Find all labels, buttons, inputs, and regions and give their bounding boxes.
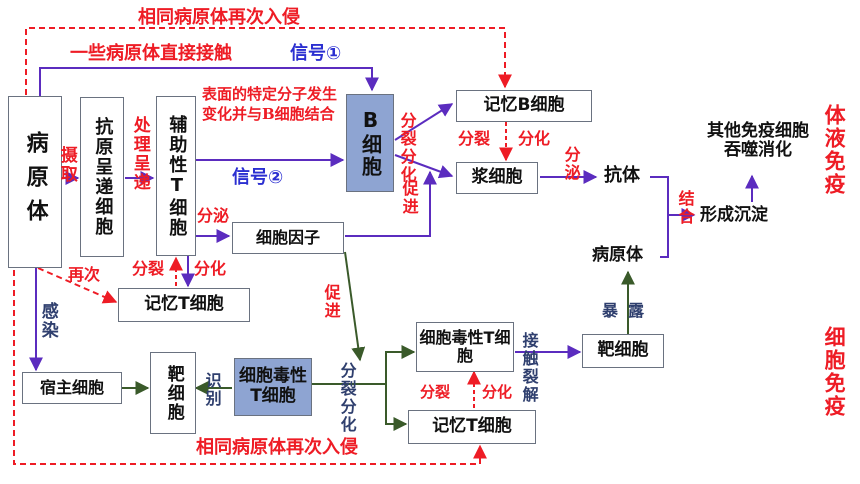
divide1-label: 分裂 [132,259,165,278]
divide-diff-b-label: 分裂分化 [397,112,417,184]
surface-change-label: 表面的特定分子发生变化并与B细胞结合 [202,85,338,124]
host-cell-box: 宿主细胞 [22,372,122,404]
direct-contact-arrow [39,67,379,96]
b-cell-box: B细胞 [346,94,394,192]
signal1-label: 信号① [290,43,342,64]
uptake-label: 摄取 [56,146,77,184]
direct-contact-label: 一些病原体直接接触 [70,43,232,64]
cytokine-box: 细胞因子 [232,222,344,254]
cytotoxic1-box: 细胞毒性T细胞 [234,358,312,416]
again-label: 再次 [68,265,101,284]
b-to-plasma-arrow [394,154,454,179]
reinvade-top-line [25,27,512,95]
pathogen-box: 病原体 [8,96,62,268]
divide2-label: 分裂 [458,129,491,148]
split-to-cytotoxic2-arrow [385,345,416,384]
promote2-label: 促进 [321,284,341,320]
again-line [37,267,118,304]
cellular-label: 细胞免疫 [822,326,847,418]
target2-box: 靶细胞 [582,334,664,368]
combine-lines [650,176,669,258]
b-to-memory-arrow [394,103,454,141]
secrete1-label: 分泌 [197,206,230,225]
memory-t1-box: 记忆T细胞 [118,288,250,322]
helper-t-box: 辅助性T细胞 [156,96,196,256]
promote1-label: 促进 [399,180,419,216]
infect-label: 感染 [37,302,58,340]
recognize-label: 识别 [202,372,222,408]
reinvade-bottom-label: 相同病原体再次入侵 [196,437,358,458]
reinvade-top-label: 相同病原体再次入侵 [138,7,300,28]
differentiate1-label: 分化 [194,259,227,278]
contact-lyse-label: 接触裂解 [519,332,539,404]
phagocyte-label: 其他免疫细胞吞噬消化 [707,121,809,160]
plasma-box: 浆细胞 [456,162,538,194]
split-to-memory-t2-arrow [385,384,408,431]
pathogen2-label: 病原体 [592,245,643,265]
antibody-label: 抗体 [604,165,640,186]
process-present-label: 处理呈递 [129,116,150,192]
combine-label: 结合 [675,190,695,226]
expose-label: 暴露 [602,301,655,320]
differentiate3-label: 分化 [482,383,513,401]
target1-box: 靶细胞 [150,352,196,434]
humoral-label: 体液免疫 [822,104,847,196]
cytokine-to-b-arrow [345,170,437,237]
cytotoxic2-box: 细胞毒性T细胞 [416,322,514,372]
apc-box: 抗原呈递细胞 [80,97,124,257]
signal2-label: 信号② [232,167,284,188]
precipitate-label: 形成沉淀 [700,205,768,225]
cytokine-to-cytotoxic-arrow [344,251,366,362]
differentiate2-label: 分化 [518,129,551,148]
divide-diff-t-label: 分裂分化 [337,362,357,434]
secrete2-label: 分泌 [561,146,581,182]
memory-t2-box: 记忆T细胞 [408,410,536,444]
memory-b-box: 记忆B细胞 [456,90,592,122]
divide3-label: 分裂 [420,383,451,401]
